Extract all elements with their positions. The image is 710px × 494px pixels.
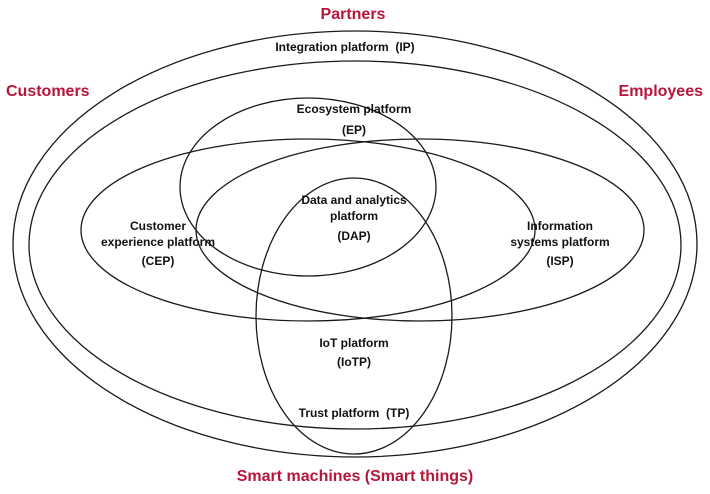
trust-platform-ellipse: [28, 60, 682, 430]
information-systems-label-line2: systems platform: [510, 235, 609, 249]
information-systems-label-line1: Information: [527, 219, 593, 233]
iot-platform-label-line2: (IoTP): [337, 355, 371, 369]
integration-platform-ellipse: [12, 30, 698, 458]
ecosystem-platform-label-line1: Ecosystem platform: [297, 102, 412, 116]
customer-experience-platform-ellipse: [80, 138, 536, 322]
iot-platform-label-line1: IoT platform: [319, 336, 388, 350]
customer-experience-label-line1: Customer: [130, 219, 186, 233]
iot-platform-ellipse: [255, 177, 453, 455]
data-analytics-label-line1: Data and analytics: [301, 193, 407, 207]
ecosystem-platform-ellipse: [179, 97, 437, 277]
integration-platform-label: Integration platform (IP): [275, 40, 414, 54]
trust-platform-label: Trust platform (TP): [299, 406, 410, 420]
customer-experience-label-line2: experience platform: [101, 235, 215, 249]
data-analytics-label-line2: platform: [330, 209, 378, 223]
ecosystem-platform-label-line2: (EP): [342, 123, 366, 137]
customer-experience-label-line3: (CEP): [142, 254, 175, 268]
stakeholder-customers-label: Customers: [6, 83, 90, 100]
stakeholder-employees-label: Employees: [619, 83, 704, 100]
data-analytics-label-line3: (DAP): [337, 229, 370, 243]
stakeholder-partners-label: Partners: [321, 6, 386, 23]
stakeholder-smart-machines-label: Smart machines (Smart things): [237, 468, 474, 485]
information-systems-label-line3: (ISP): [546, 254, 573, 268]
